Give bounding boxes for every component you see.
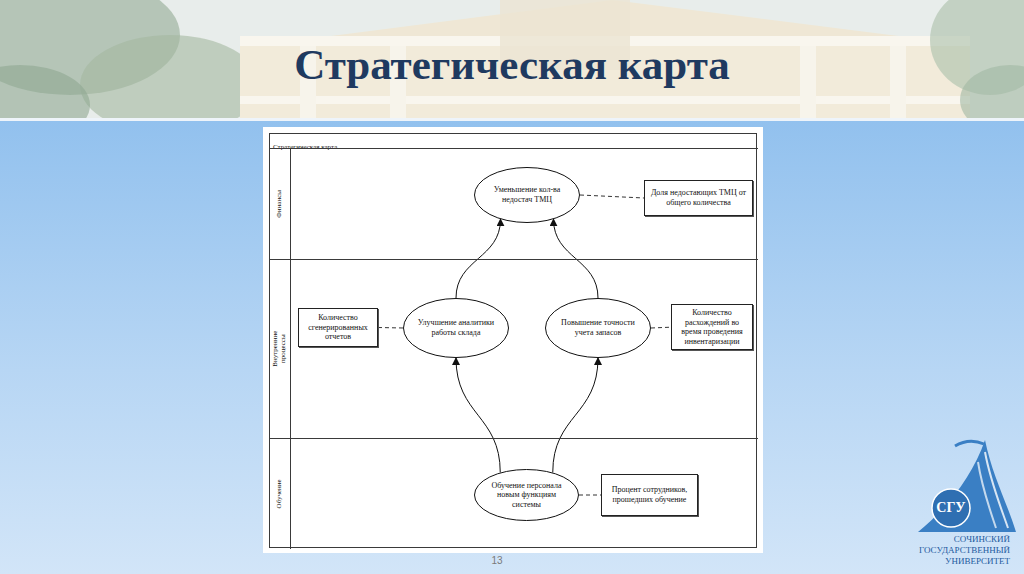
connector	[456, 358, 500, 472]
ellipse-shape	[475, 470, 579, 521]
ellipse-shape	[475, 168, 580, 223]
node-text: Процент сотрудников, прошедших обучение	[606, 485, 693, 504]
label-slot: 13	[477, 555, 517, 566]
objective-ellipse: Обучение персонала новым функциям систем…	[474, 469, 579, 521]
ellipse-shape	[404, 299, 509, 358]
ellipse-shape	[546, 299, 651, 358]
lane-label: Внутренние процессы	[272, 319, 287, 379]
node-text: Уменьшение кол-ва недостач ТМЦ	[488, 185, 566, 204]
ellipse-text: Улучшение аналитики работы склада	[417, 318, 495, 337]
lane-label-column: Внутренние процессы	[270, 260, 291, 438]
perspective-lane: Финансы Уменьшение кол-ва недостач ТМЦ Дол…	[270, 148, 758, 259]
connector	[378, 327, 403, 329]
node-text: Улучшение аналитики работы склада	[417, 318, 495, 337]
slide-title: Стратегическая карта	[0, 38, 1024, 92]
node-text: Доля недостающих ТМЦ от общего количеств…	[649, 188, 748, 207]
label-slot: СГУ	[929, 499, 973, 517]
frame-header: Стратегическая карта	[273, 135, 337, 153]
perspective-lane: Обучение Обучение персонала новым функция…	[270, 438, 758, 549]
page-number: 13	[477, 555, 517, 566]
indicator-box: Количество расхождений во время проведен…	[671, 304, 753, 350]
connector	[580, 195, 644, 198]
connector	[553, 358, 598, 472]
lane-label: Обучение	[276, 464, 284, 524]
ellipse-text: Уменьшение кол-ва недостач ТМЦ	[488, 185, 566, 204]
lane-label-column: Финансы	[270, 149, 291, 259]
node-text: Количество сгенерированных отчетов	[303, 313, 373, 342]
frame-title: Стратегическая карта	[273, 143, 337, 151]
indicator-box: Количество сгенерированных отчетов	[298, 308, 378, 347]
label-slot: СОЧИНСКИЙ ГОСУДАРСТВЕННЫЙ УНИВЕРСИТЕТ	[898, 534, 1010, 567]
objective-ellipse: Улучшение аналитики работы склада	[403, 298, 509, 358]
lane-label: Финансы	[276, 174, 284, 234]
node-text: Количество расхождений во время проведен…	[676, 308, 748, 346]
logo-letters: СГУ	[929, 499, 973, 517]
indicator-box: Доля недостающих ТМЦ от общего количеств…	[644, 180, 753, 216]
node-text: Повышение точности учета запасов	[559, 318, 637, 337]
connector	[651, 327, 671, 329]
lane-label-column: Обучение	[270, 439, 291, 549]
perspective-lane: Внутренние процессы Количество сгенериров…	[270, 259, 758, 438]
university-name: СОЧИНСКИЙ ГОСУДАРСТВЕННЫЙ УНИВЕРСИТЕТ	[898, 534, 1010, 567]
connector	[579, 495, 601, 496]
ellipse-text: Повышение точности учета запасов	[559, 318, 637, 337]
objective-ellipse: Повышение точности учета запасов	[545, 298, 651, 358]
ellipse-text: Обучение персонала новым функциям систем…	[488, 481, 566, 510]
objective-ellipse: Уменьшение кол-ва недостач ТМЦ	[474, 167, 580, 223]
node-text: Обучение персонала новым функциям систем…	[488, 481, 566, 510]
map-frame: Стратегическая картаФинансы Уменьшение ко…	[269, 133, 757, 548]
indicator-box: Процент сотрудников, прошедших обучение	[601, 474, 698, 516]
